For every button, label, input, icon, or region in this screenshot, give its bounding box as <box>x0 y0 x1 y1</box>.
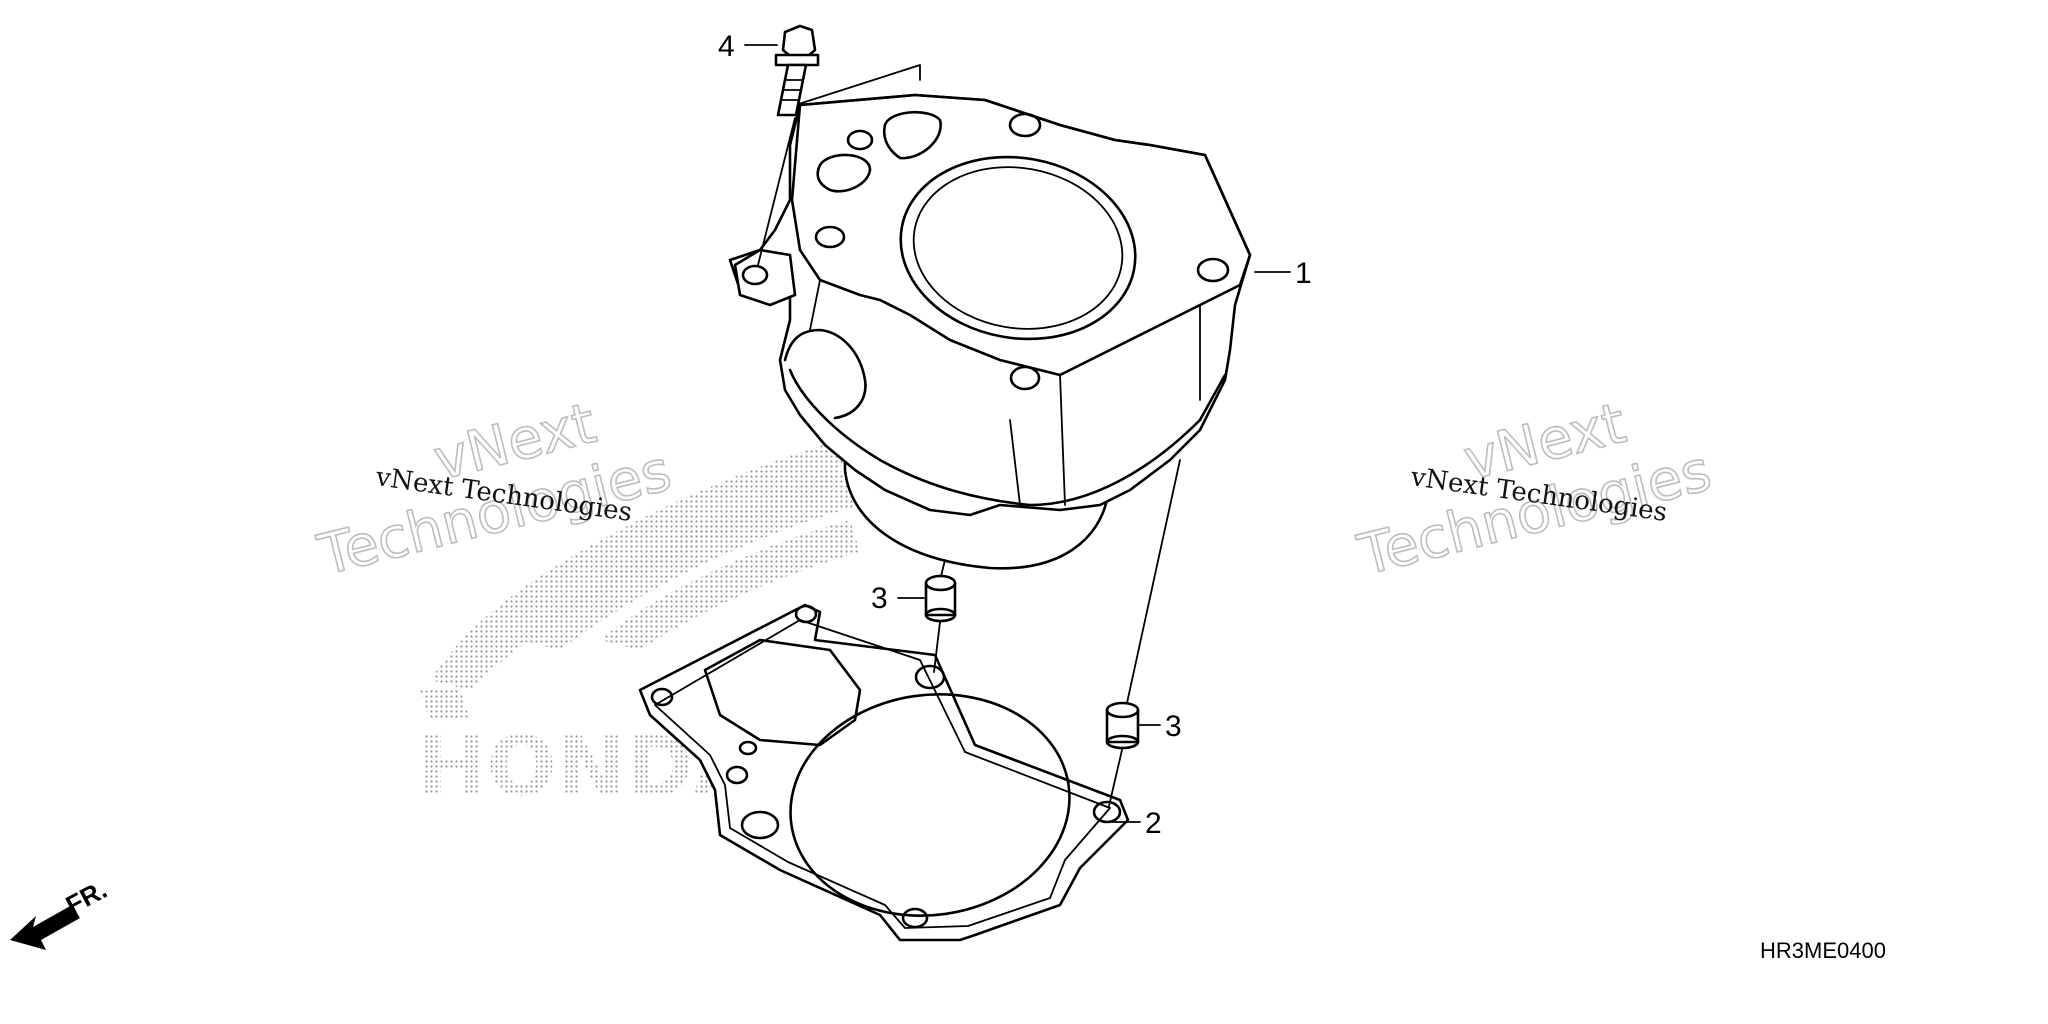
callout-label-3: 3 <box>871 582 888 615</box>
front-direction-arrow-icon: FR. <box>10 874 112 950</box>
callout-label-3: 3 <box>1165 710 1182 743</box>
flange-bolt[interactable] <box>774 24 820 117</box>
diagram-code: HR3ME0400 <box>1760 938 1886 963</box>
callout-label-4: 4 <box>718 30 735 63</box>
honda-wing-logo: HONDA <box>418 435 860 815</box>
gasket[interactable] <box>638 603 1130 942</box>
dowel-pin-lower[interactable] <box>1105 701 1140 750</box>
dowel-pin-upper[interactable] <box>924 574 957 623</box>
cylinder[interactable] <box>728 64 1252 570</box>
assembly-lines <box>757 117 1181 807</box>
callout-label-1: 1 <box>1295 257 1312 290</box>
callout-leaders <box>744 44 1291 823</box>
watermark-right: vNext Technologies vNext Technologies <box>1351 390 1718 589</box>
callout-label-2: 2 <box>1145 807 1162 840</box>
